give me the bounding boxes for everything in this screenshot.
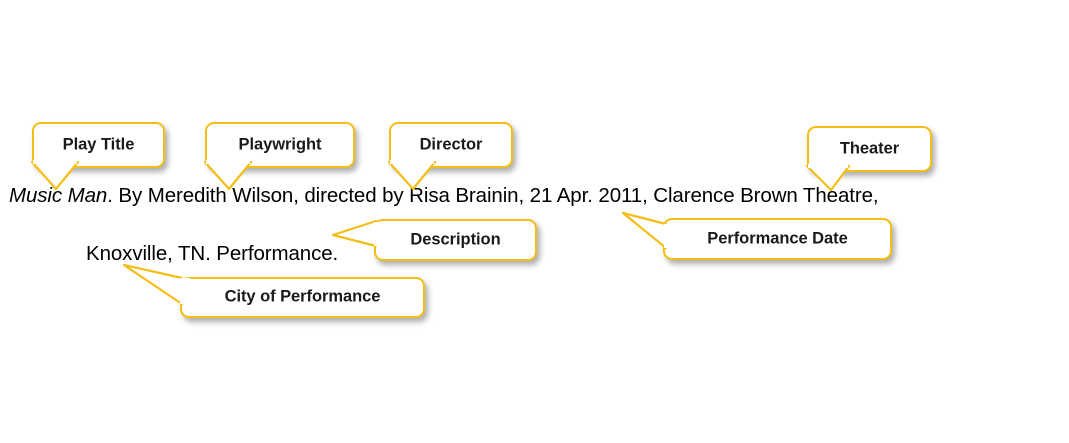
callout-play-title[interactable]: Play Title (32, 122, 165, 168)
callout-playwright-label: Playwright (238, 135, 322, 153)
callout-description-label: Description (410, 230, 501, 248)
callout-theater[interactable]: Theater (807, 126, 932, 172)
callout-description[interactable]: Description (374, 219, 537, 261)
callout-city-of-performance[interactable]: City of Performance (180, 277, 425, 318)
citation-line-2: Knoxville, TN. Performance. (86, 242, 339, 265)
callout-city-of-performance-label: City of Performance (224, 287, 381, 306)
callout-theater-label: Theater (839, 139, 900, 157)
callout-director-label: Director (419, 135, 483, 153)
callout-playwright[interactable]: Playwright (205, 122, 355, 168)
callout-performance-date[interactable]: Performance Date (663, 218, 892, 260)
citation-line-1-rest: . By Meredith Wilson, directed by Risa B… (107, 184, 879, 207)
play-title-text: Music Man (9, 184, 108, 207)
callout-director[interactable]: Director (389, 122, 513, 168)
citation-line-1: Music Man. By Meredith Wilson, directed … (9, 184, 879, 208)
callout-play-title-label: Play Title (62, 135, 135, 153)
callout-performance-date-label: Performance Date (707, 229, 848, 247)
